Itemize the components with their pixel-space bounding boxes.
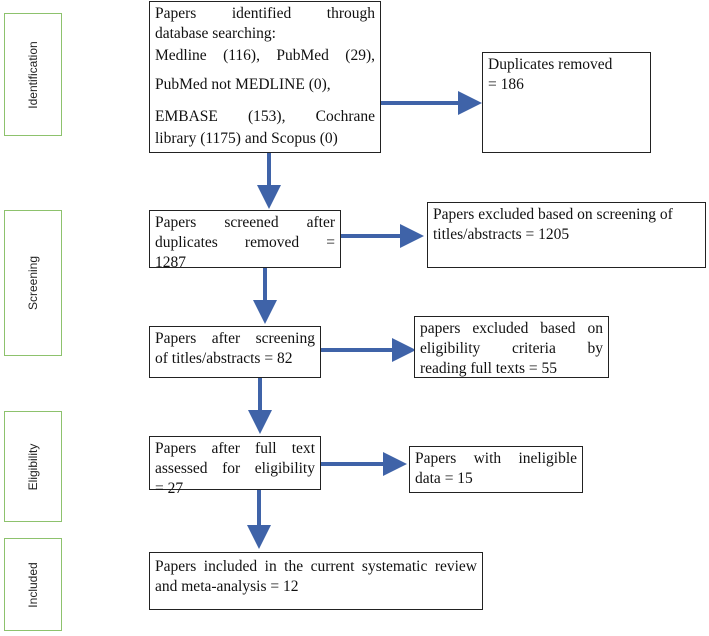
box-ineligible-line: Papers with ineligible [415, 450, 577, 467]
box-duplicates-line: = 186 [488, 76, 524, 93]
box-excluded-fulltext-line: reading full texts = 55 [420, 360, 558, 377]
stage-eligibility: Eligibility [4, 411, 62, 522]
box-fulltext-line: assessed for eligibility [155, 460, 315, 477]
box-excluded-abstracts-line: Papers excluded based on screening of [433, 206, 673, 223]
stage-identification: Identification [4, 13, 62, 136]
box-identified-line: Medline (116), PubMed (29), [155, 47, 375, 64]
box-identified-line: database searching: [155, 25, 276, 42]
box-after-screening: Papers after screening of titles/abstrac… [149, 326, 321, 378]
box-screened-line: Papers screened after [155, 214, 335, 231]
box-screened-line: 1287 [155, 254, 186, 271]
box-identified-line: PubMed not MEDLINE (0), [155, 76, 331, 93]
box-duplicates-removed: Duplicates removed = 186 [482, 52, 651, 153]
box-ineligible-data: Papers with ineligible data = 15 [409, 446, 583, 493]
box-ineligible-line: data = 15 [415, 470, 473, 487]
box-identified-line: library (1175) and Scopus (0) [155, 130, 338, 147]
box-included: Papers included in the current systemati… [149, 552, 483, 610]
box-after-screening-line: of titles/abstracts = 82 [155, 350, 293, 367]
box-identified-line: EMBASE (153), Cochrane [155, 108, 375, 125]
box-screened: Papers screened after duplicates removed… [149, 210, 341, 271]
box-duplicates-line: Duplicates removed [488, 56, 613, 73]
box-excluded-fulltext-line: eligibility criteria by [420, 340, 603, 357]
stage-included: Included [4, 538, 62, 631]
box-excluded-abstracts: Papers excluded based on screening of ti… [427, 202, 706, 268]
box-fulltext-line: = 27 [155, 480, 184, 497]
box-excluded-fulltext-line: papers excluded based on [420, 320, 603, 337]
box-fulltext-line: Papers after full text [155, 440, 315, 457]
box-screened-line: duplicates removed = [155, 234, 335, 251]
box-included-line: and meta-analysis = 12 [155, 578, 299, 595]
box-included-line: Papers included in the current systemati… [155, 558, 477, 575]
box-after-screening-line: Papers after screening [155, 330, 315, 347]
box-excluded-abstracts-line: titles/abstracts = 1205 [433, 226, 570, 243]
box-excluded-fulltext: papers excluded based on eligibility cri… [414, 316, 609, 378]
stage-screening: Screening [4, 210, 62, 356]
box-identified: Papers identified through database searc… [149, 1, 381, 153]
box-identified-line: Papers identified through [155, 5, 375, 22]
box-fulltext-assessed: Papers after full text assessed for elig… [149, 436, 321, 497]
